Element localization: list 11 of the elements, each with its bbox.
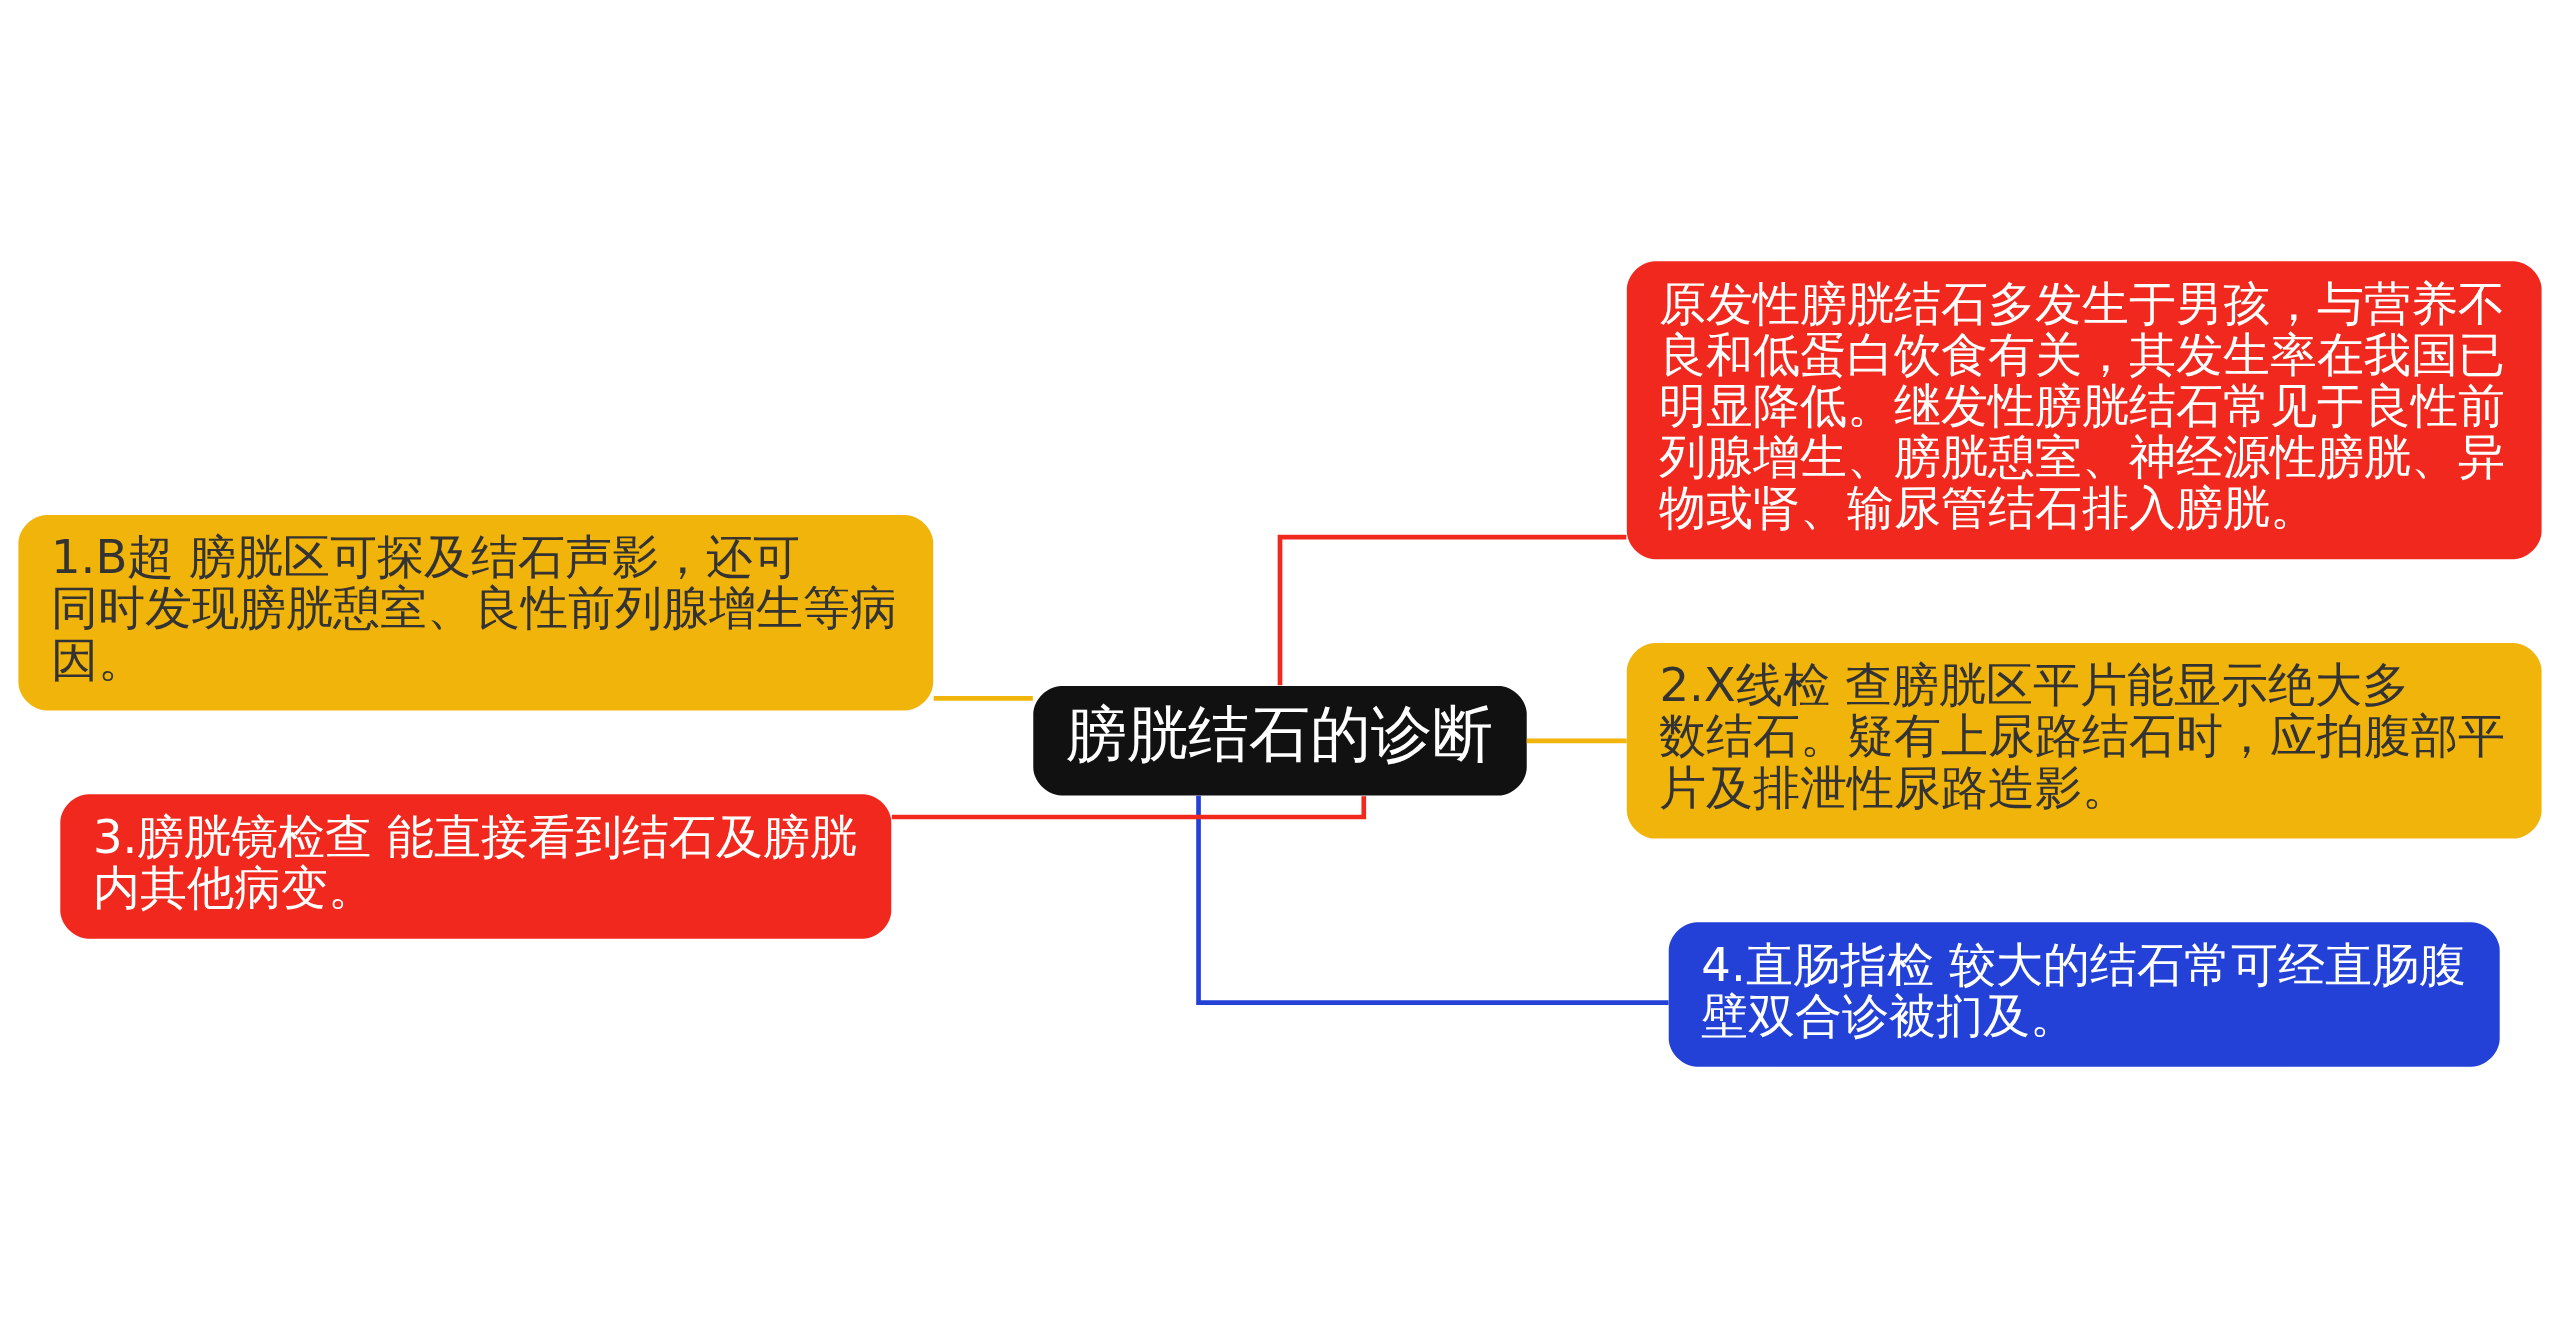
- connector: [933, 696, 1033, 701]
- node-box: 3.膀胱镜检查 能直接看到结石及膀胱内其他病变。: [60, 794, 892, 939]
- node-box: 4.直肠指检 较大的结石常可经直肠腹壁双合诊被扪及。: [1668, 922, 2500, 1067]
- node-box: 1.B超 膀胱区可探及结石声影，还可同时发现膀胱憩室、良性前列腺增生等病因。: [18, 515, 934, 711]
- connector: [1526, 738, 1627, 744]
- node-box: 膀胱结石的诊断: [1033, 686, 1527, 796]
- connector: [891, 796, 1367, 820]
- connector: [1277, 534, 1627, 686]
- node-box: 2.X线检 查膀胱区平片能显示绝大多数结石。疑有上尿路结石时，应拍腹部平片及排泄性尿路造影。: [1626, 643, 2542, 839]
- node-box: 原发性膀胱结石多发生于男孩，与营养不良和低蛋白饮食有关，其发生率在我国已明显降低。继发性膀胱结石常见于良性前列腺增生、膀胱憩室、神经源性膀胱、异物或肾、输尿管结石排入膀胱。: [1626, 261, 2542, 560]
- connector: [1196, 795, 1669, 1005]
